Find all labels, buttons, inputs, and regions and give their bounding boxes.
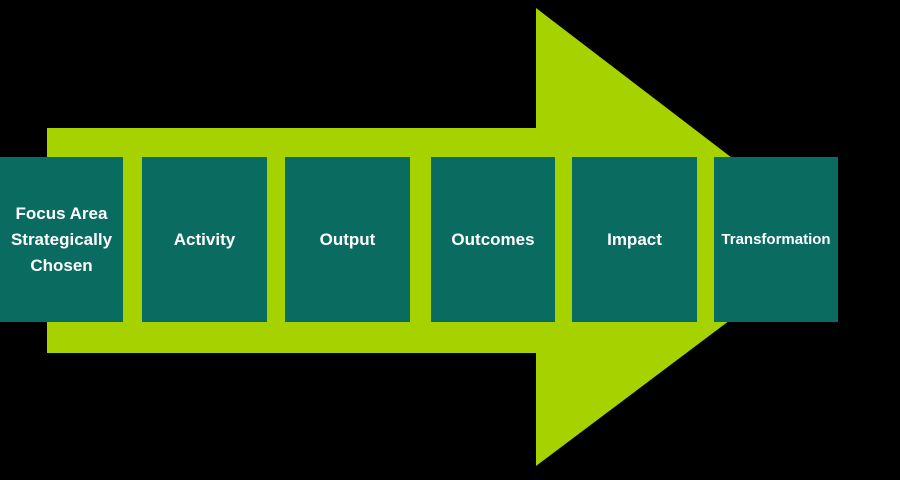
stage-label-focus-area: Focus Area Strategically Chosen: [10, 203, 113, 275]
stage-box-focus-area: Focus Area Strategically Chosen: [0, 157, 123, 322]
stage-label-activity: Activity: [173, 229, 236, 249]
stage-box-output: Output: [285, 157, 410, 322]
stage-label-transformation: Transformation: [721, 230, 831, 248]
stage-box-outcomes: Outcomes: [431, 157, 555, 322]
stage-label-impact: Impact: [607, 229, 662, 249]
stage-box-transformation: Transformation: [714, 157, 838, 322]
stage-box-activity: Activity: [142, 157, 267, 322]
stage-label-output: Output: [319, 229, 376, 249]
stage-box-impact: Impact: [572, 157, 697, 322]
stage-label-outcomes: Outcomes: [451, 229, 535, 249]
